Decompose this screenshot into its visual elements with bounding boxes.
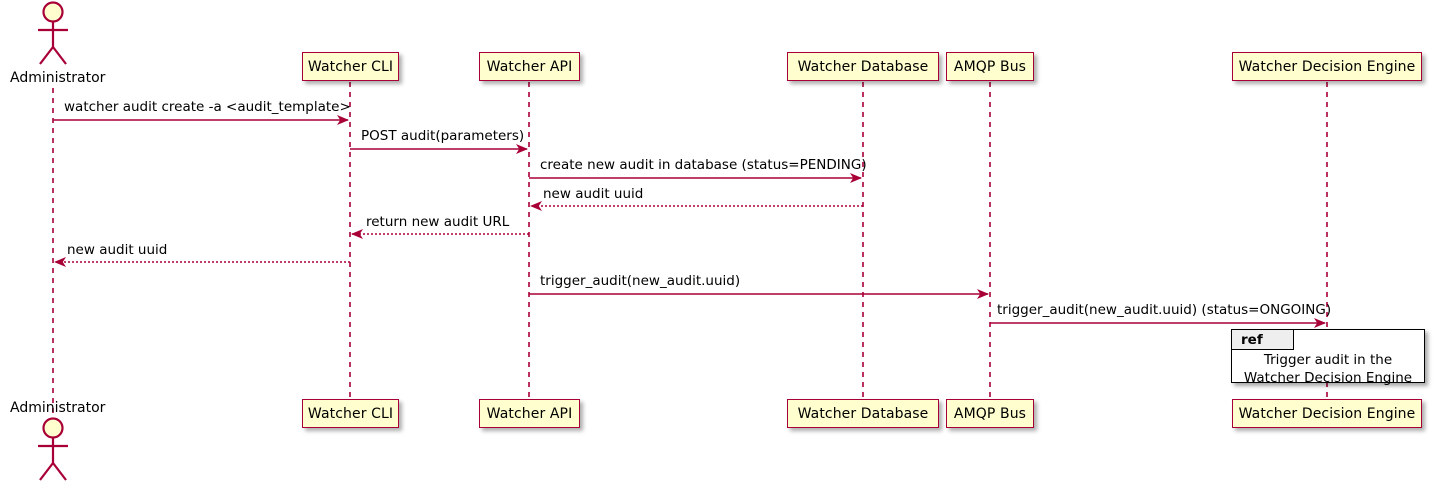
lifelines-group	[52, 82, 1328, 414]
actor-figure-administrator-top	[38, 1, 68, 65]
message-arrows-group	[53, 115, 1326, 328]
participant-label-watcher-cli-top: Watcher CLI	[307, 58, 394, 75]
actor-leg-left	[39, 462, 54, 481]
participant-box-watcher-cli-top[interactable]: Watcher CLI	[302, 52, 399, 81]
ref-fragment-tab: ref	[1232, 330, 1294, 350]
participant-box-watcher-api-top[interactable]: Watcher API	[479, 52, 580, 81]
participant-box-amqp-bus-bottom[interactable]: AMQP Bus	[946, 399, 1034, 428]
participant-label-watcher-api-top: Watcher API	[486, 58, 573, 75]
participant-label-watcher-decision-engine-top: Watcher Decision Engine	[1238, 58, 1416, 75]
participant-label-watcher-database-top: Watcher Database	[797, 58, 929, 75]
message-label-5: return new audit URL	[366, 214, 510, 230]
participant-label-watcher-cli-bottom: Watcher CLI	[307, 405, 394, 422]
actor-leg-right	[52, 462, 67, 481]
participant-label-administrator-top: Administrator	[10, 70, 106, 86]
participant-box-watcher-database-top[interactable]: Watcher Database	[787, 52, 939, 81]
actor-leg-right	[52, 46, 67, 65]
actor-leg-left	[39, 46, 54, 65]
message-label-8: trigger_audit(new_audit.uuid) (status=ON…	[997, 302, 1332, 318]
participant-box-watcher-database-bottom[interactable]: Watcher Database	[787, 399, 939, 428]
message-label-1: watcher audit create -a <audit_template>	[64, 99, 351, 115]
participant-label-watcher-database-bottom: Watcher Database	[797, 405, 929, 422]
actor-figures-group	[38, 1, 68, 481]
actor-head	[42, 417, 64, 439]
message-label-2: POST audit(parameters)	[361, 128, 525, 144]
participant-label-watcher-api-bottom: Watcher API	[486, 405, 573, 422]
participant-box-watcher-decision-engine-bottom[interactable]: Watcher Decision Engine	[1232, 399, 1422, 428]
participant-box-watcher-api-bottom[interactable]: Watcher API	[479, 399, 580, 428]
ref-fragment: ref Trigger audit in the Watcher Decisio…	[1231, 329, 1425, 386]
message-label-6: new audit uuid	[67, 242, 168, 258]
message-label-4: new audit uuid	[543, 186, 644, 202]
participant-box-amqp-bus-top[interactable]: AMQP Bus	[946, 52, 1034, 81]
participant-label-amqp-bus-bottom: AMQP Bus	[953, 405, 1027, 422]
message-label-3: create new audit in database (status=PEN…	[540, 157, 867, 173]
participant-label-watcher-decision-engine-bottom: Watcher Decision Engine	[1238, 405, 1416, 422]
participant-label-administrator-bottom: Administrator	[10, 400, 106, 416]
participant-box-watcher-decision-engine-top[interactable]: Watcher Decision Engine	[1232, 52, 1422, 81]
message-label-7: trigger_audit(new_audit.uuid)	[540, 273, 741, 289]
ref-fragment-line-1: Trigger audit in the	[1263, 352, 1393, 368]
ref-fragment-body: Trigger audit in the Watcher Decision En…	[1232, 352, 1424, 388]
actor-head	[42, 1, 64, 23]
participant-box-watcher-cli-bottom[interactable]: Watcher CLI	[302, 399, 399, 428]
ref-fragment-line-2: Watcher Decision Engine	[1243, 369, 1413, 386]
ref-fragment-tab-label: ref	[1241, 331, 1263, 348]
participant-label-amqp-bus-top: AMQP Bus	[953, 58, 1027, 75]
actor-figure-administrator-bottom	[38, 417, 68, 481]
